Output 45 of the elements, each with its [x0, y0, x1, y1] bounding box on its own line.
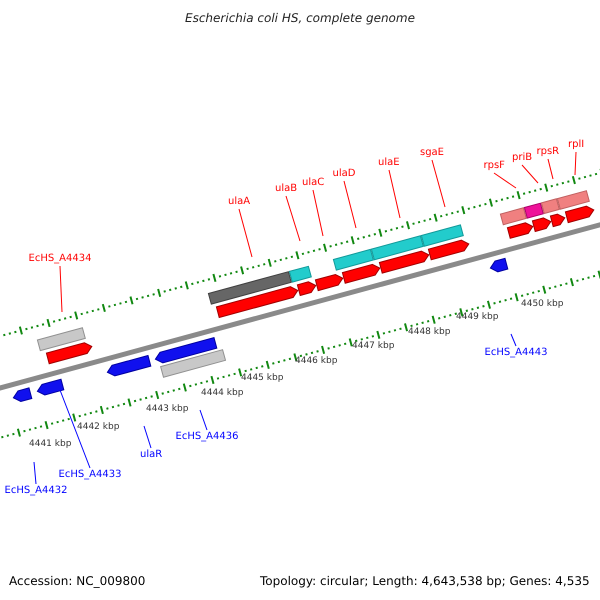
gene-label: EcHS_A4443 — [484, 347, 548, 359]
scale-label: 4447 kbp — [352, 340, 394, 352]
gene-label: ulaD — [332, 168, 356, 180]
scale-label: 4442 kbp — [77, 421, 120, 433]
leader-line — [312, 190, 324, 236]
scale-label: 4445 kbp — [241, 372, 284, 384]
scale-label: 4444 kbp — [201, 387, 244, 399]
gene-label: ulaA — [228, 196, 250, 208]
gene-label: sgaE — [420, 147, 444, 159]
leader-line — [144, 426, 152, 448]
gene-label: EcHS_A4433 — [58, 469, 122, 481]
gene-label: EcHS_A4436 — [176, 431, 238, 443]
scale-label: 4448 kbp — [408, 326, 450, 338]
leader-line — [548, 158, 554, 180]
leader-line — [494, 172, 516, 188]
leader-line — [522, 164, 538, 184]
accession-text: Accession: NC_009800 — [9, 574, 146, 588]
gene-label: ulaR — [140, 449, 162, 461]
title: Escherichia coli HS, complete genome — [185, 11, 415, 25]
gene-label: priB — [512, 152, 532, 164]
leader-line — [388, 170, 400, 218]
gene-label: ulaE — [378, 157, 400, 169]
gene-label: ulaB — [275, 183, 298, 195]
scale-label: 4441 kbp — [29, 438, 72, 450]
scale-label: 4450 kbp — [521, 298, 564, 310]
leader-line — [510, 334, 516, 346]
scale-label: 4449 kbp — [456, 311, 498, 323]
genome-stats-text: Topology: circular; Length: 4,643,538 bp; Genes: 4,535 — [260, 574, 590, 588]
gene-label: EcHS_A4434 — [28, 253, 92, 265]
leader-line — [574, 152, 576, 176]
gene-label: EcHS_A4432 — [4, 485, 68, 497]
gene-label: ulaC — [302, 177, 324, 189]
leader-line — [344, 180, 356, 228]
leader-line — [238, 208, 252, 258]
gene-label: rpsR — [536, 146, 560, 158]
leader-line — [60, 266, 62, 312]
leader-line — [286, 196, 300, 242]
leader-line — [432, 160, 446, 208]
scale-label: 4443 kbp — [146, 403, 188, 415]
leader-line — [200, 410, 208, 430]
leader-line — [60, 390, 90, 468]
gene-label: rpsF — [484, 160, 505, 172]
gene-label: rplI — [568, 139, 584, 151]
scale-label: 4446 kbp — [295, 355, 338, 367]
leader-line — [34, 462, 36, 484]
